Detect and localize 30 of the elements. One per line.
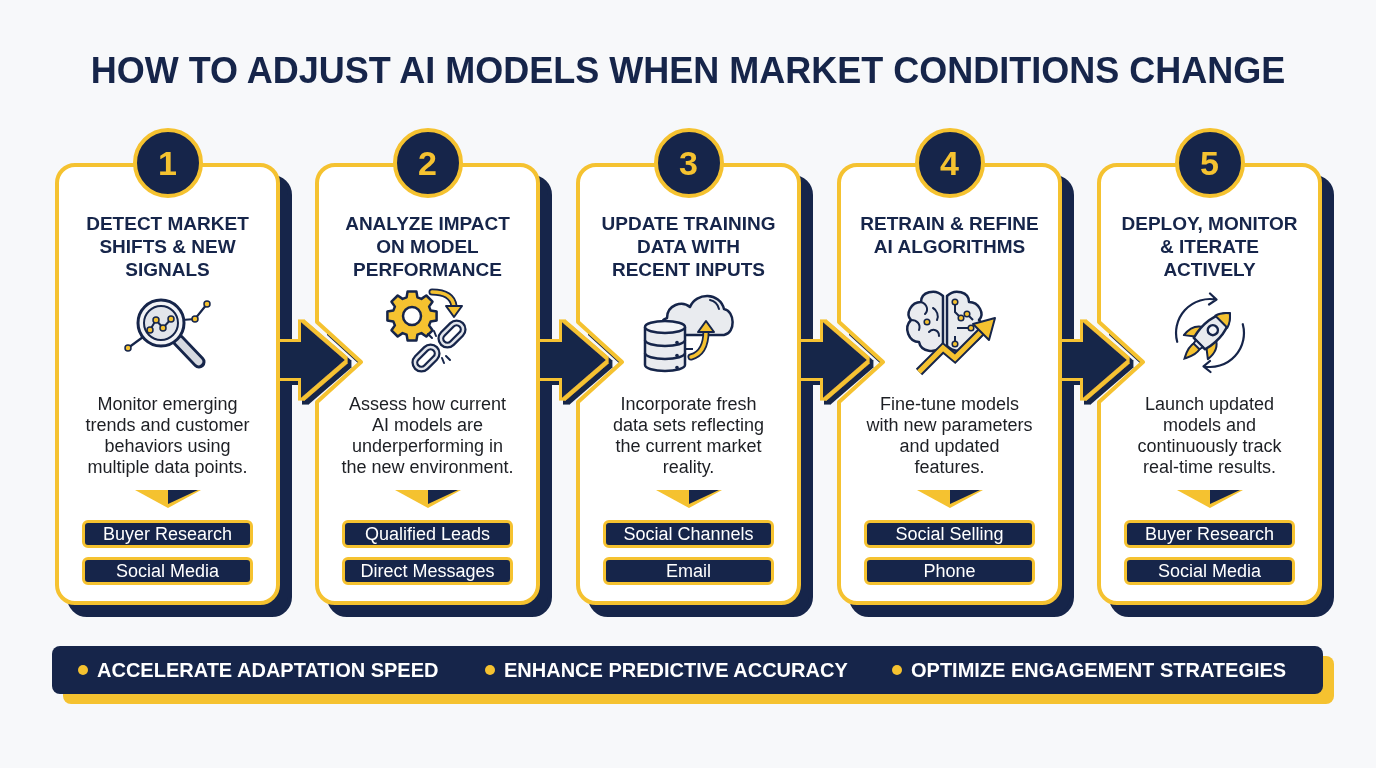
channel-tag: Social Selling — [864, 520, 1035, 548]
channel-tag: Qualified Leads — [342, 520, 513, 548]
step-title: DEPLOY, MONITOR & ITERATE ACTIVELY — [1120, 212, 1299, 281]
page-title: HOW TO ADJUST AI MODELS WHEN MARKET CONDITIONS CHANGE — [90, 49, 1286, 93]
channel-tag: Social Media — [1124, 557, 1295, 585]
step-description: Launch updated models and continuously track real-time results. — [1136, 394, 1283, 478]
channel-tag: Direct Messages — [342, 557, 513, 585]
step-title: UPDATE TRAINING DATA WITH RECENT INPUTS — [600, 212, 777, 281]
step-number-circle: 3 — [653, 128, 724, 198]
step-title: DETECT MARKET SHIFTS & NEW SIGNALS — [85, 212, 250, 281]
benefit-text: OPTIMIZE ENGAGEMENT STRATEGIES — [911, 658, 1287, 682]
channel-tag: Social Channels — [603, 520, 774, 548]
channel-tag: Buyer Research — [82, 520, 253, 548]
step-number-circle: 5 — [1174, 128, 1245, 198]
step-description: Fine-tune models with new parameters and updated features. — [865, 394, 1034, 478]
channel-tag: Email — [603, 557, 774, 585]
benefit-text: ACCELERATE ADAPTATION SPEED — [97, 658, 439, 682]
channel-tag: Buyer Research — [1124, 520, 1295, 548]
benefits-banner — [52, 646, 1334, 704]
step-description: Incorporate fresh data sets reflecting the current market reality. — [611, 394, 766, 478]
step-description: Assess how current AI models are underperforming in the new environment. — [340, 394, 515, 478]
step-title: RETRAIN & REFINE AI ALGORITHMS — [859, 212, 1040, 258]
step-description: Monitor emerging trends and customer behaviors using multiple data points. — [84, 394, 251, 478]
step-number-circle: 4 — [914, 128, 985, 198]
benefit-text: ENHANCE PREDICTIVE ACCURACY — [504, 658, 848, 682]
step-number-circle: 1 — [132, 128, 203, 198]
step-title: ANALYZE IMPACT ON MODEL PERFORMANCE — [344, 212, 511, 281]
channel-tag: Phone — [864, 557, 1035, 585]
step-number-circle: 2 — [392, 128, 463, 198]
channel-tag: Social Media — [82, 557, 253, 585]
